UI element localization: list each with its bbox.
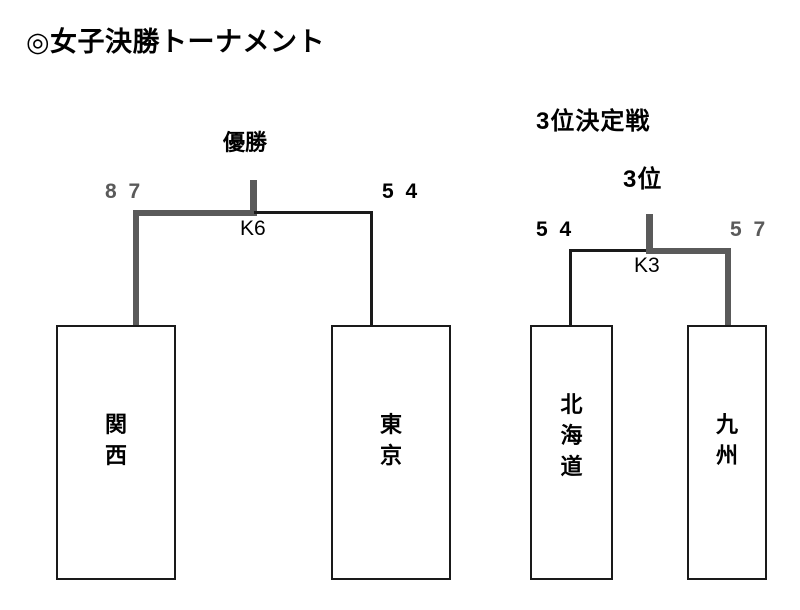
team-char: 北: [560, 392, 583, 417]
team-name-kansai: 関 西: [58, 409, 174, 471]
third-place-section-heading: 3位決定戦: [536, 108, 651, 135]
team-name-kyushu: 九 州: [689, 409, 765, 471]
third-place-winner-stem: [646, 214, 653, 253]
team-name-tokyo: 東 京: [333, 409, 449, 471]
team-char: 海: [560, 423, 583, 449]
match-code-final: K6: [240, 217, 266, 240]
team-box-kansai[interactable]: 関 西: [56, 325, 176, 580]
final-left-horizontal-line: [133, 210, 257, 216]
page-title: ◎女子決勝トーナメント: [26, 27, 326, 57]
team-box-tokyo[interactable]: 東 京: [331, 325, 451, 580]
team-char: 九: [715, 412, 738, 437]
team-char: 関: [104, 412, 127, 437]
third-place-left-vertical-line: [569, 249, 572, 327]
third-place-heading-label: 3位: [623, 166, 663, 193]
team-char: 道: [560, 454, 583, 480]
score-final-right: 5 4: [382, 180, 421, 203]
team-box-hokkaido[interactable]: 北 海 道: [530, 325, 613, 580]
score-third-place-left: 5 4: [536, 218, 575, 241]
final-heading-label: 優勝: [223, 130, 268, 155]
score-third-place-right: 5 7: [730, 218, 769, 241]
third-place-right-horizontal-line: [646, 248, 731, 254]
team-box-kyushu[interactable]: 九 州: [687, 325, 767, 580]
team-name-hokkaido: 北 海 道: [532, 389, 611, 483]
team-char: 西: [104, 443, 127, 469]
third-place-right-vertical-line: [725, 248, 731, 327]
score-final-left: 8 7: [105, 180, 144, 203]
team-char: 東: [379, 412, 402, 437]
final-left-vertical-line: [133, 210, 139, 327]
final-right-vertical-line: [370, 211, 373, 327]
final-winner-stem: [250, 180, 257, 216]
match-code-third-place: K3: [634, 254, 660, 277]
third-place-left-horizontal-line: [569, 249, 650, 252]
final-right-horizontal-line: [254, 211, 373, 214]
team-char: 京: [379, 443, 402, 469]
team-char: 州: [715, 443, 738, 469]
